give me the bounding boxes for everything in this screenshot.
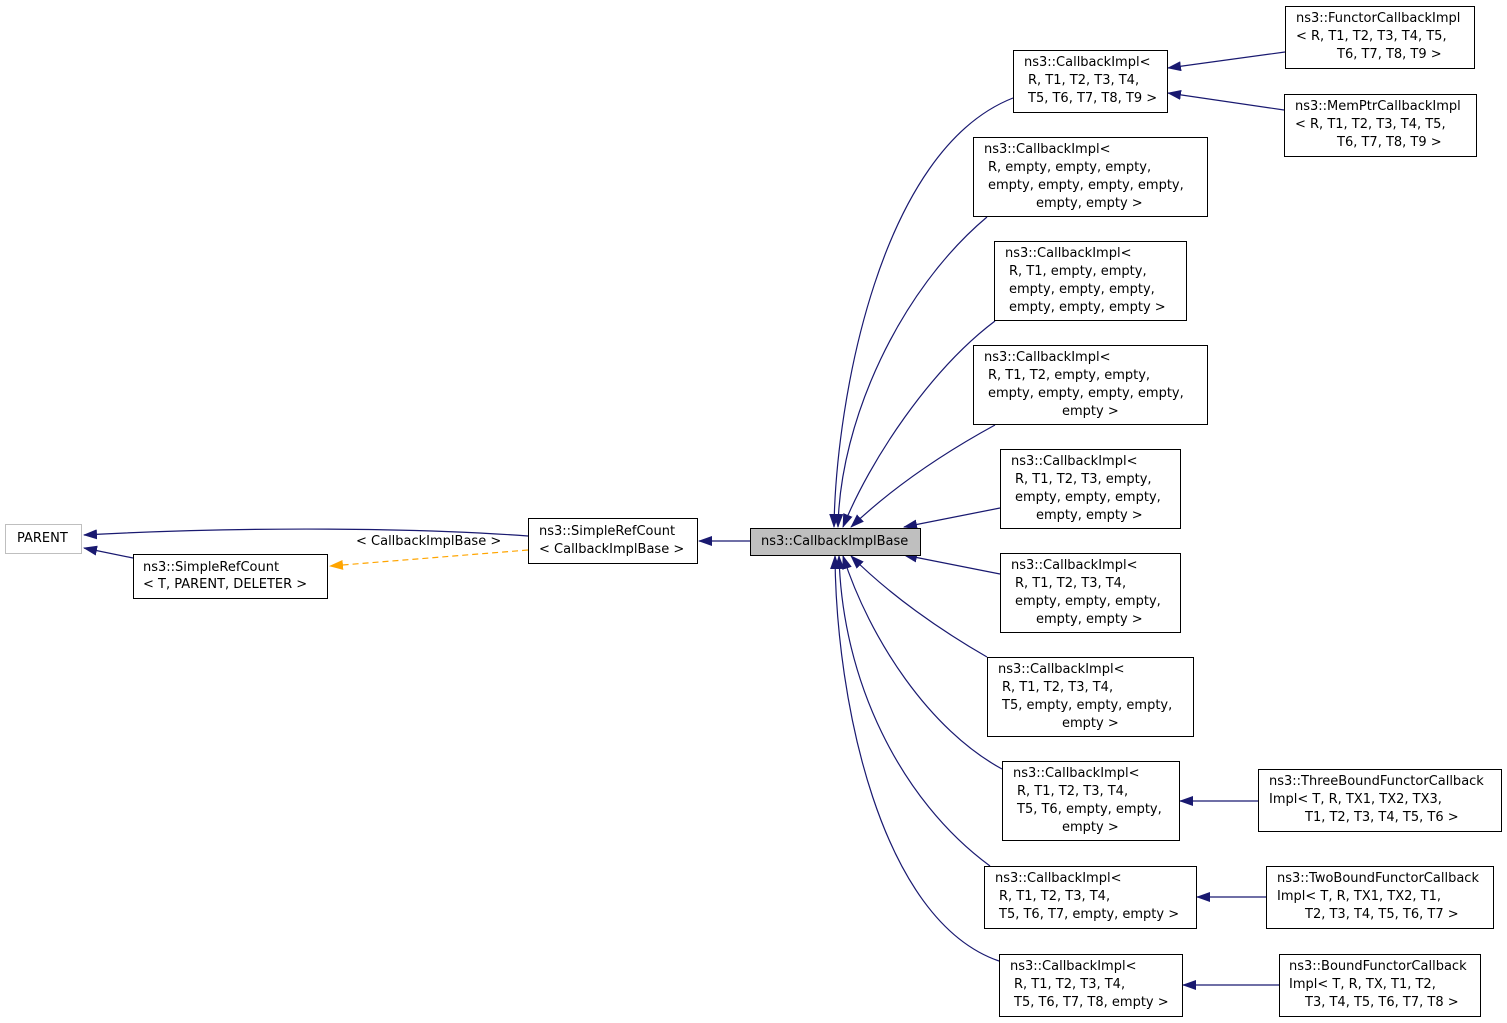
edge-ci-t0-to-base: [833, 216, 988, 528]
node-line: R, T1, T2, T3, T4,: [1028, 73, 1140, 88]
node-line: T5, T6, T7, empty, empty >: [999, 907, 1180, 922]
node-line: < T, PARENT, DELETER >: [143, 577, 308, 592]
node-callbackimpl-t5[interactable]: ns3::CallbackImpl< R, T1, T2, T3, T4, T5…: [987, 657, 1194, 737]
node-line: < R, T1, T2, T3, T4, T5,: [1296, 29, 1447, 44]
node-line: ns3::CallbackImpl<: [984, 350, 1111, 365]
template-edge-label: < CallbackImplBase >: [356, 534, 502, 549]
node-callbackimpl-t3[interactable]: ns3::CallbackImpl< R, T1, T2, T3, empty,…: [1000, 449, 1181, 529]
node-threeboundfunctorcallbackimpl[interactable]: ns3::ThreeBoundFunctorCallback Impl< T, …: [1258, 769, 1502, 832]
edge-ci-t6-to-base: [842, 555, 1003, 770]
node-line: ns3::CallbackImpl<: [1010, 959, 1137, 974]
node-line: ns3::CallbackImplBase: [761, 534, 909, 549]
node-line: ns3::CallbackImpl<: [995, 871, 1122, 886]
node-callbackimpl-t2[interactable]: ns3::CallbackImpl< R, T1, T2, empty, emp…: [973, 345, 1208, 425]
node-line: ns3::MemPtrCallbackImpl: [1295, 99, 1461, 114]
node-line: empty >: [1062, 404, 1119, 419]
node-line: ns3::SimpleRefCount: [143, 560, 280, 575]
node-line: ns3::ThreeBoundFunctorCallback: [1269, 774, 1484, 789]
node-line: T6, T7, T8, T9 >: [1337, 47, 1442, 62]
node-line: empty, empty, empty, empty,: [988, 178, 1184, 193]
node-line: empty, empty, empty, empty,: [988, 386, 1184, 401]
node-line: ns3::CallbackImpl<: [1005, 246, 1132, 261]
node-line: ns3::CallbackImpl<: [1011, 558, 1138, 573]
node-callbackimpl-t6[interactable]: ns3::CallbackImpl< R, T1, T2, T3, T4, T5…: [1002, 761, 1180, 841]
edge-ci-t4-to-base: [903, 552, 1001, 575]
node-line: T5, T6, empty, empty,: [1017, 802, 1162, 817]
node-line: ns3::FunctorCallbackImpl: [1296, 11, 1461, 26]
node-line: empty, empty >: [1036, 508, 1143, 523]
edge-ci-t8-to-base: [830, 555, 1000, 962]
edge-template-instantiation: [329, 549, 529, 570]
node-line: R, T1, T2, T3, T4,: [1015, 576, 1127, 591]
node-line: < CallbackImplBase >: [539, 542, 685, 557]
node-line: R, T1, empty, empty,: [1009, 264, 1147, 279]
node-simplerefcount-callbackimplbase[interactable]: ns3::SimpleRefCount < CallbackImplBase >: [528, 518, 698, 564]
node-line: ns3::CallbackImpl<: [984, 142, 1111, 157]
node-line: T5, empty, empty, empty,: [1002, 698, 1173, 713]
node-line: empty, empty >: [1036, 612, 1143, 627]
node-line: R, T1, T2, T3, T4,: [1002, 680, 1114, 695]
node-line: T3, T4, T5, T6, T7, T8 >: [1305, 995, 1459, 1010]
node-line: T5, T6, T7, T8, empty >: [1014, 995, 1169, 1010]
node-callbackimplbase[interactable]: ns3::CallbackImplBase: [750, 528, 921, 556]
node-parent[interactable]: PARENT: [5, 524, 82, 554]
node-line: empty, empty, empty,: [1009, 282, 1155, 297]
node-simplerefcount-template[interactable]: ns3::SimpleRefCount < T, PARENT, DELETER…: [133, 554, 328, 599]
node-line: R, T1, T2, empty, empty,: [988, 368, 1151, 383]
node-line: Impl< T, R, TX1, TX2, TX3,: [1269, 792, 1442, 807]
edge-simplerefcount-template-to-parent: [83, 545, 134, 559]
node-functorcallbackimpl[interactable]: ns3::FunctorCallbackImpl < R, T1, T2, T3…: [1285, 6, 1475, 69]
node-line: T1, T2, T3, T4, T5, T6 >: [1305, 810, 1459, 825]
node-line: R, T1, T2, T3, T4,: [999, 889, 1111, 904]
node-callbackimpl-t7[interactable]: ns3::CallbackImpl< R, T1, T2, T3, T4, T5…: [984, 866, 1197, 929]
node-line: T6, T7, T8, T9 >: [1337, 135, 1442, 150]
node-parent-line-1: PARENT: [17, 531, 68, 546]
node-line: empty, empty, empty >: [1009, 300, 1166, 315]
node-line: ns3::CallbackImpl<: [1011, 454, 1138, 469]
edge-ci-t7-to-base: [834, 555, 991, 867]
node-line: empty, empty >: [1036, 196, 1143, 211]
node-line: empty >: [1062, 820, 1119, 835]
node-line: empty, empty, empty,: [1015, 490, 1161, 505]
edge-memptr-to-ci-t9: [1167, 89, 1285, 111]
node-line: ns3::TwoBoundFunctorCallback: [1277, 871, 1479, 886]
node-line: ns3::CallbackImpl<: [1013, 766, 1140, 781]
edge-functor-to-ci-t9: [1167, 51, 1286, 72]
node-line: R, T1, T2, T3, empty,: [1015, 472, 1152, 487]
node-twoboundfunctorcallbackimpl[interactable]: ns3::TwoBoundFunctorCallback Impl< T, R,…: [1266, 866, 1494, 929]
node-line: empty, empty, empty,: [1015, 594, 1161, 609]
node-callbackimpl-t1[interactable]: ns3::CallbackImpl< R, T1, empty, empty, …: [994, 241, 1187, 321]
node-callbackimpl-t8[interactable]: ns3::CallbackImpl< R, T1, T2, T3, T4, T5…: [999, 954, 1183, 1017]
node-callbackimpl-t4[interactable]: ns3::CallbackImpl< R, T1, T2, T3, T4, em…: [1000, 553, 1181, 633]
node-line: empty >: [1062, 716, 1119, 731]
node-line: ns3::CallbackImpl<: [1024, 55, 1151, 70]
edge-simplerefcount-cib-to-parent: [83, 528, 529, 540]
node-line: R, T1, T2, T3, T4,: [1017, 784, 1129, 799]
node-line: R, T1, T2, T3, T4,: [1014, 977, 1126, 992]
node-line: Impl< T, R, TX1, TX2, T1,: [1277, 889, 1441, 904]
edge-ci-t1-to-base: [842, 320, 996, 528]
node-boundfunctorcallbackimpl[interactable]: ns3::BoundFunctorCallback Impl< T, R, TX…: [1279, 954, 1481, 1017]
node-line: ns3::SimpleRefCount: [539, 524, 676, 539]
node-line: ns3::CallbackImpl<: [998, 662, 1125, 677]
edge-ci-t9-to-base: [829, 97, 1014, 528]
node-line: < R, T1, T2, T3, T4, T5,: [1295, 117, 1446, 132]
node-memptrcallbackimpl[interactable]: ns3::MemPtrCallbackImpl < R, T1, T2, T3,…: [1284, 94, 1477, 157]
node-line: T5, T6, T7, T8, T9 >: [1028, 91, 1158, 106]
edge-ci-t2-to-base: [850, 424, 996, 528]
node-line: ns3::BoundFunctorCallback: [1289, 959, 1467, 974]
edge-ci-t3-to-base: [903, 507, 1001, 530]
node-callbackimpl-t0[interactable]: ns3::CallbackImpl< R, empty, empty, empt…: [973, 137, 1208, 217]
edge-ci-t5-to-base: [850, 555, 988, 658]
node-line: T2, T3, T4, T5, T6, T7 >: [1305, 907, 1459, 922]
node-callbackimpl-t9[interactable]: ns3::CallbackImpl< R, T1, T2, T3, T4, T5…: [1013, 50, 1168, 113]
node-line: R, empty, empty, empty,: [988, 160, 1152, 175]
node-line: Impl< T, R, TX, T1, T2,: [1289, 977, 1436, 992]
